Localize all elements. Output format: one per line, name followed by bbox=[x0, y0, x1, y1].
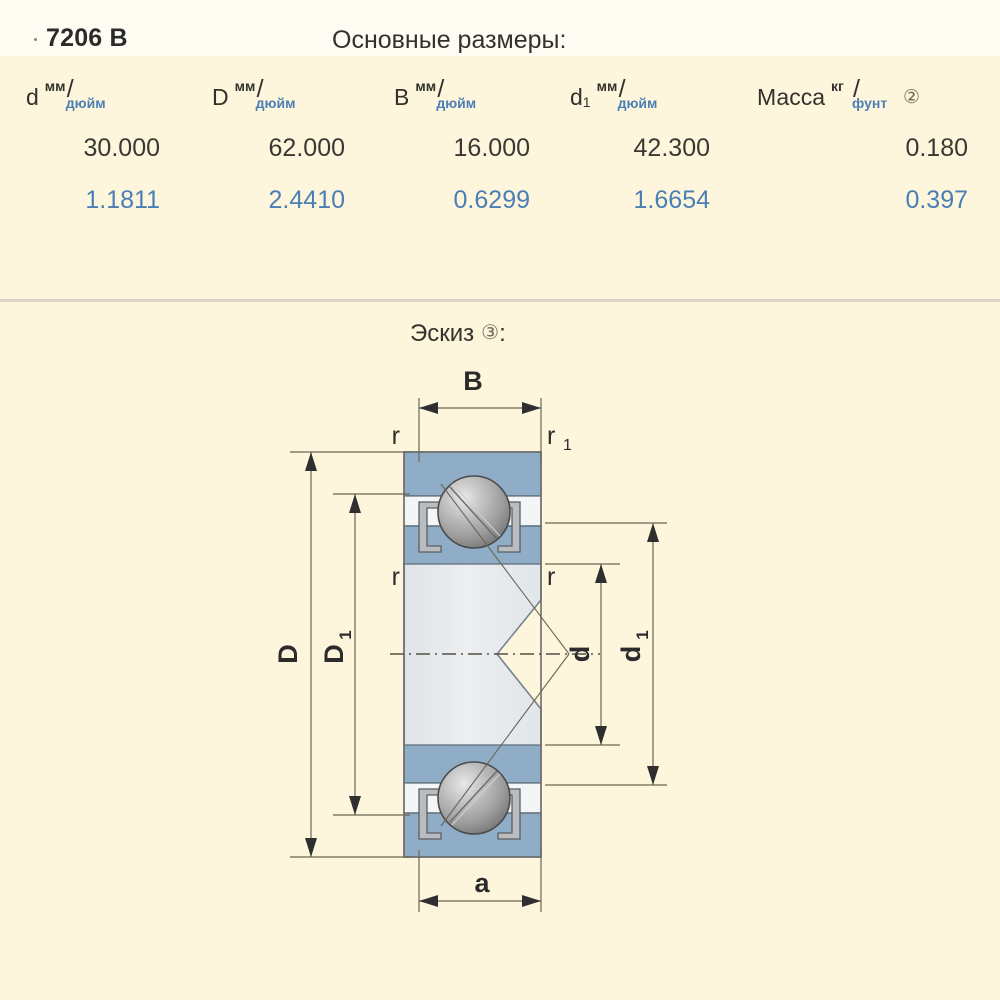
cell-B-inch: 0.6299 bbox=[453, 186, 530, 214]
label-r1-top-right: r bbox=[547, 422, 555, 450]
label-B: B bbox=[463, 366, 483, 396]
unit-fraction: кг /фунт bbox=[829, 77, 893, 114]
unit-numerator: мм bbox=[596, 78, 618, 95]
unit-fraction: мм/дюйм bbox=[43, 77, 107, 114]
unit-numerator: мм bbox=[415, 78, 437, 95]
label-D1: D bbox=[319, 644, 349, 664]
unit-fraction: мм/дюйм bbox=[233, 77, 297, 114]
column-symbol: d bbox=[570, 84, 583, 110]
unit-numerator: мм bbox=[234, 78, 256, 95]
unit-denominator: дюйм bbox=[65, 95, 106, 112]
label-r-mid-left: r bbox=[392, 563, 400, 591]
part-number: 7206 B bbox=[46, 24, 128, 52]
dimension-D1 bbox=[333, 493, 410, 816]
unit-numerator: кг bbox=[831, 78, 844, 95]
top-background-band bbox=[0, 0, 1000, 56]
cell-B-mm: 16.000 bbox=[453, 134, 530, 162]
dimension-a bbox=[418, 850, 542, 912]
arrow-a-right bbox=[522, 895, 541, 907]
fraction-slash: / bbox=[618, 75, 626, 104]
column-symbol: Масса bbox=[757, 84, 826, 110]
sketch-caption-colon: : bbox=[499, 320, 506, 347]
arrow-D-bottom bbox=[305, 838, 317, 857]
label-d1: d bbox=[616, 646, 646, 663]
bullet-dot bbox=[34, 38, 37, 41]
fraction-slash: / bbox=[256, 75, 264, 104]
fraction-slash: / bbox=[853, 75, 860, 104]
label-r1-subscript: 1 bbox=[563, 437, 572, 454]
rolling-ball-top bbox=[437, 475, 511, 549]
footnote-marker-3: ③ bbox=[481, 322, 500, 344]
unit-fraction: мм/дюйм bbox=[595, 77, 659, 114]
contact-angle-lines bbox=[440, 483, 570, 827]
label-a: a bbox=[474, 868, 490, 898]
column-symbol-subscript: 1 bbox=[582, 94, 591, 110]
dimension-D bbox=[290, 451, 410, 858]
arrow-d-top bbox=[595, 564, 607, 583]
label-D: D bbox=[273, 644, 303, 664]
label-D1-subscript: 1 bbox=[336, 630, 355, 639]
unit-denominator: дюйм bbox=[436, 95, 477, 112]
panel-divider bbox=[0, 299, 1000, 302]
unit-denominator: дюйм bbox=[617, 95, 658, 112]
cell-d1-inch: 1.6654 bbox=[633, 186, 710, 214]
arrow-D-top bbox=[305, 452, 317, 471]
dimension-B bbox=[418, 398, 542, 462]
arrow-a-left bbox=[419, 895, 438, 907]
cell-d1-mm: 42.300 bbox=[633, 134, 710, 162]
dimension-d bbox=[545, 563, 620, 746]
cell-D-inch: 2.4410 bbox=[268, 186, 345, 214]
footnote-marker-2: ② bbox=[903, 87, 921, 108]
arrow-d1-top bbox=[647, 523, 659, 542]
cell-D-mm: 62.000 bbox=[268, 134, 345, 162]
sketch-caption-text: Эскиз bbox=[410, 320, 475, 347]
unit-denominator: дюйм bbox=[255, 95, 296, 112]
arrow-d-bottom bbox=[595, 726, 607, 745]
label-r-mid-right: r bbox=[547, 563, 555, 591]
unit-denominator: фунт bbox=[852, 95, 888, 112]
cell-mass-kg: 0.180 bbox=[905, 134, 968, 162]
unit-numerator: мм bbox=[44, 78, 66, 95]
column-symbol: d bbox=[26, 84, 39, 110]
cell-d-mm: 30.000 bbox=[83, 134, 160, 162]
specification-panel bbox=[0, 56, 1000, 300]
unit-fraction: мм/дюйм bbox=[413, 77, 477, 114]
arrow-d1-bottom bbox=[647, 766, 659, 785]
column-symbol: D bbox=[212, 84, 229, 110]
rolling-ball-bottom bbox=[437, 761, 511, 835]
arrow-B-right bbox=[522, 402, 541, 414]
column-symbol: B bbox=[394, 84, 410, 110]
label-D1-group: D 1 bbox=[319, 630, 355, 663]
arrow-D1-top bbox=[349, 494, 361, 513]
label-d1-subscript: 1 bbox=[633, 630, 652, 639]
arrow-B-left bbox=[419, 402, 438, 414]
fraction-slash: / bbox=[437, 75, 445, 104]
sketch-caption: Эскиз ③: bbox=[410, 320, 506, 348]
cell-d-inch: 1.1811 bbox=[85, 186, 160, 214]
label-d1-group: d 1 bbox=[616, 630, 652, 662]
dimension-d1 bbox=[545, 522, 667, 786]
label-r-top-left: r bbox=[392, 422, 400, 450]
fraction-slash: / bbox=[66, 75, 74, 104]
label-d: d bbox=[565, 646, 595, 663]
section-title: Основные размеры: bbox=[332, 26, 567, 54]
arrow-D1-bottom bbox=[349, 796, 361, 815]
cell-mass-lb: 0.397 bbox=[905, 186, 968, 214]
